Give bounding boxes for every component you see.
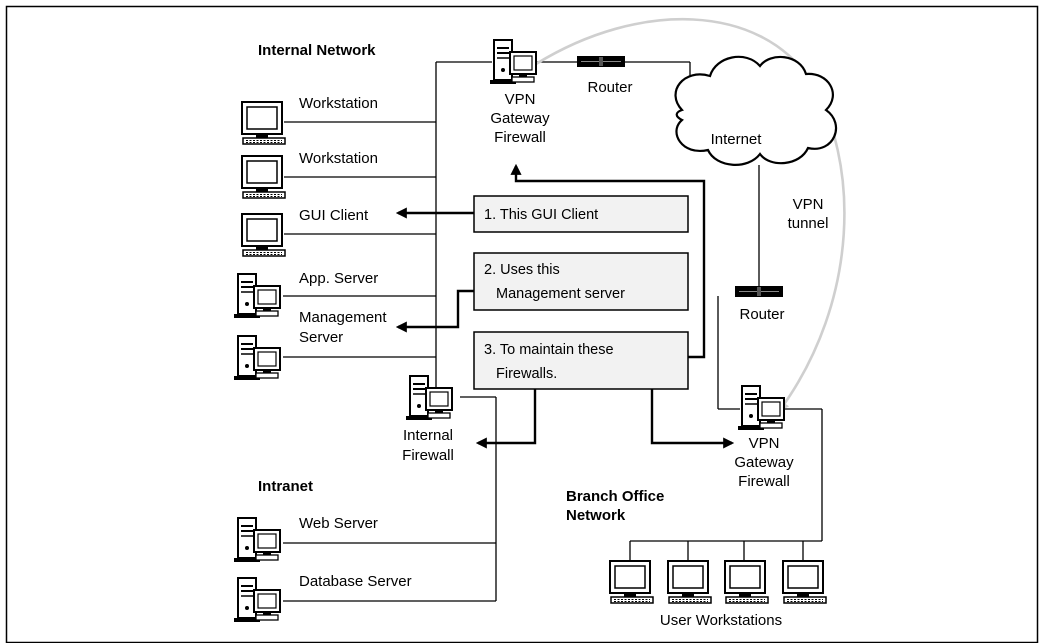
web-server-label: Web Server — [299, 515, 378, 532]
step-3-text-line2: Firewalls. — [496, 366, 557, 382]
user-workstation-icon — [609, 560, 654, 604]
vpn-tunnel-label-line2: tunnel — [788, 215, 829, 232]
internal-firewall-label-line1: Internal — [403, 427, 453, 444]
vpn-gateway-branch-icon — [737, 385, 785, 431]
management-server-label-line2: Server — [299, 329, 343, 346]
database-server-icon — [233, 577, 281, 623]
workstation-1-label: Workstation — [299, 95, 378, 112]
workstation-2-icon — [241, 155, 286, 199]
user-workstation-icon — [667, 560, 712, 604]
database-server-label: Database Server — [299, 573, 412, 590]
management-server-label-line1: Management — [299, 309, 387, 326]
branch-office-title-line1: Branch Office — [566, 488, 664, 505]
intranet-title: Intranet — [258, 478, 313, 495]
step-2-text-line2: Management server — [496, 286, 625, 302]
workstation-1-icon — [241, 101, 286, 145]
internet-cloud-icon — [674, 55, 837, 166]
step-1-text: 1. This GUI Client — [484, 207, 598, 223]
step-2-text-line1: 2. Uses this — [484, 262, 560, 278]
router-right-label: Router — [739, 306, 784, 323]
workstation-2-label: Workstation — [299, 150, 378, 167]
router-right-icon — [734, 285, 784, 298]
internal-firewall-label-line2: Firewall — [402, 447, 454, 464]
internal-firewall-icon — [405, 375, 453, 421]
vpn-tunnel-label-line1: VPN — [793, 196, 824, 213]
vpn-top-label-line1: VPN — [505, 91, 536, 108]
vpn-top-label-line3: Firewall — [494, 129, 546, 146]
app-server-icon — [233, 273, 281, 319]
user-workstation-icon — [724, 560, 769, 604]
step-box-3: 3. To maintain these Firewalls. — [473, 331, 689, 390]
router-top-icon — [576, 55, 626, 68]
vpn-top-label-line2: Gateway — [490, 110, 550, 127]
step-3-text-line1: 3. To maintain these — [484, 342, 614, 358]
user-workstations-label: User Workstations — [660, 612, 782, 629]
internal-network-title: Internal Network — [258, 42, 376, 59]
gui-client-icon — [241, 213, 286, 257]
branch-office-title-line2: Network — [566, 507, 626, 524]
vpn-branch-label-line2: Gateway — [734, 454, 794, 471]
vpn-branch-label-line3: Firewall — [738, 473, 790, 490]
app-server-label: App. Server — [299, 270, 378, 287]
step-box-1: 1. This GUI Client — [473, 195, 689, 233]
user-workstation-icon — [782, 560, 827, 604]
gui-client-label: GUI Client — [299, 207, 369, 224]
internet-label: Internet — [711, 131, 763, 148]
router-top-label: Router — [587, 79, 632, 96]
web-server-icon — [233, 517, 281, 563]
step-arrows — [395, 163, 735, 449]
step-box-2: 2. Uses this Management server — [473, 252, 689, 311]
vpn-gateway-top-icon — [489, 39, 537, 85]
management-server-icon — [233, 335, 281, 381]
vpn-branch-label-line1: VPN — [749, 435, 780, 452]
